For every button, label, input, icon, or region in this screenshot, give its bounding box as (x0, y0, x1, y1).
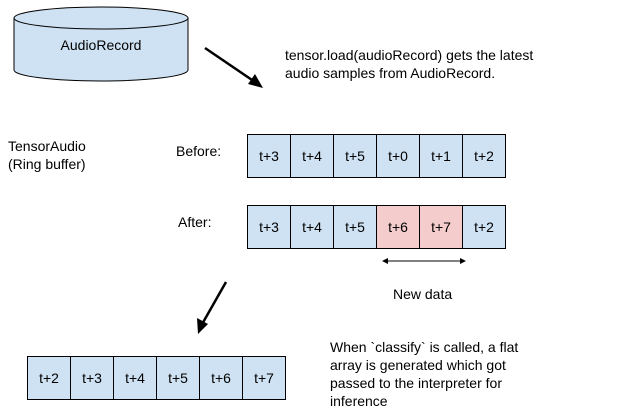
flat-array-cell: t+7 (242, 356, 286, 400)
audiorecord-cylinder (13, 6, 189, 82)
tensoraudio-subtitle: (Ring buffer) (8, 156, 86, 172)
classify-note: When `classify` is called, a flat array … (330, 338, 518, 410)
classify-note-line: array is generated which got (330, 357, 506, 373)
load-note-line: tensor.load(audioRecord) gets the latest (285, 47, 534, 63)
after-buffer-cell: t+7 (419, 205, 463, 249)
before-buffer-cell: t+4 (290, 134, 334, 178)
classify-note-line: inference (330, 393, 388, 409)
tensoraudio-label: TensorAudio (Ring buffer) (8, 137, 86, 173)
new-data-range-arrow (382, 258, 466, 264)
tensoraudio-title: TensorAudio (8, 138, 86, 154)
before-buffer-cell: t+3 (247, 134, 291, 178)
after-buffer-cell: t+3 (247, 205, 291, 249)
before-buffer-cell: t+1 (419, 134, 463, 178)
arrow-to-ring-buffer (204, 46, 263, 88)
before-buffer-cell: t+0 (376, 134, 420, 178)
before-buffer-cell: t+2 (462, 134, 506, 178)
flat-array-cell: t+3 (70, 356, 114, 400)
after-buffer-cell: t+2 (462, 205, 506, 249)
flat-array-cell: t+4 (113, 356, 157, 400)
flat-array-cell: t+2 (27, 356, 71, 400)
before-buffer-cell: t+5 (333, 134, 377, 178)
arrow-to-flat-array (197, 281, 228, 334)
after-label: After: (178, 214, 212, 230)
flat-array-cell: t+5 (156, 356, 200, 400)
new-data-label: New data (393, 286, 453, 302)
load-note-line: audio samples from AudioRecord. (285, 65, 496, 81)
audiorecord-label: AudioRecord (60, 37, 142, 53)
classify-note-line: When `classify` is called, a flat (330, 339, 519, 355)
classify-note-line: passed to the interpreter for (330, 375, 502, 391)
after-buffer-cell: t+5 (333, 205, 377, 249)
load-note: tensor.load(audioRecord) gets the latest… (285, 46, 533, 82)
after-buffer-cell: t+6 (376, 205, 420, 249)
after-buffer-cell: t+4 (290, 205, 334, 249)
flat-array-cell: t+6 (199, 356, 243, 400)
before-label: Before: (176, 143, 222, 159)
